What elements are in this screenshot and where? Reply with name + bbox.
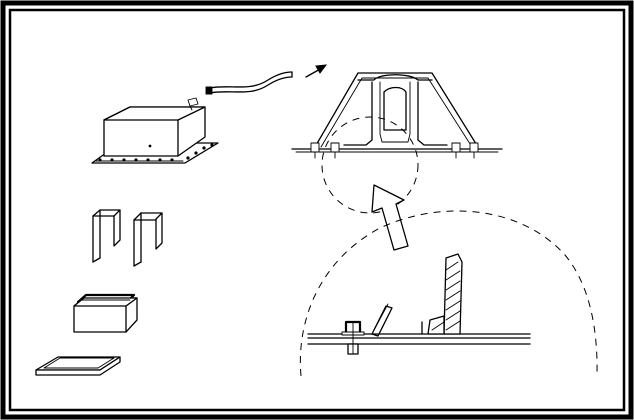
- hatched-boot-wall-icon: [421, 253, 463, 335]
- mounting-bracket-pair-icon: [92, 209, 163, 267]
- curb-frame-icon: [73, 293, 138, 333]
- flashing-boot-icon: [91, 97, 219, 164]
- sealant-tube-icon: [205, 71, 293, 95]
- bolt-washer-icon: [341, 303, 393, 355]
- direction-arrow-icon: [305, 64, 328, 78]
- zoom-arrow-icon: [371, 184, 409, 251]
- base-plate-tray-icon: [35, 356, 121, 376]
- assembled-flashing-cross-section-icon: [291, 72, 503, 214]
- detail-magnified-view-icon: [299, 210, 598, 377]
